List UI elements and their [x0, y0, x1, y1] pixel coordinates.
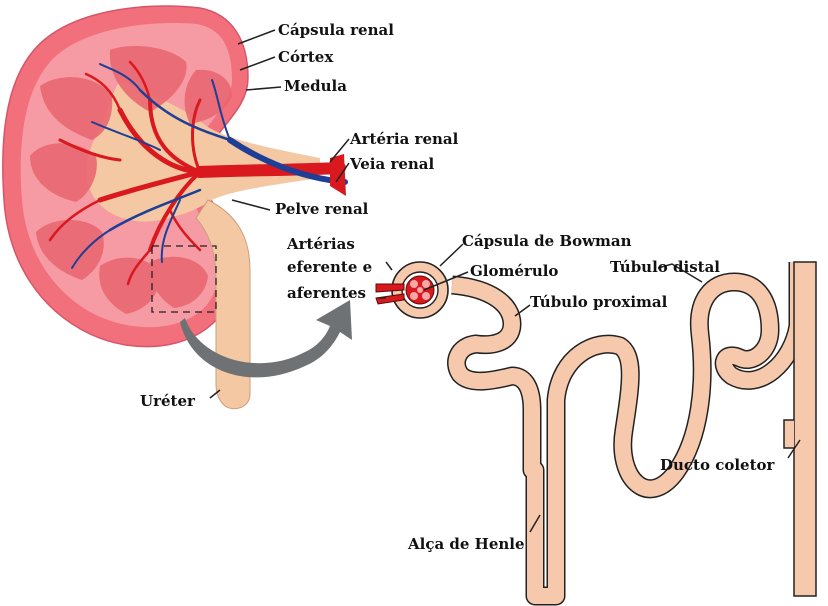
label-capsula-bowman: Cápsula de Bowman: [462, 232, 631, 250]
label-tubulo-distal: Túbulo distal: [610, 258, 720, 276]
label-ureter: Uréter: [140, 392, 195, 410]
label-veia-renal: Veia renal: [350, 155, 434, 173]
label-cortex: Córtex: [278, 48, 333, 66]
label-arterias-line2: eferente e: [287, 258, 372, 276]
glomerulus: [406, 276, 434, 304]
label-arteria-renal: Artéria renal: [350, 130, 458, 148]
renal-artery-end: [330, 154, 346, 196]
label-arterias-line3: aferentes: [287, 284, 366, 302]
label-tubulo-proximal: Túbulo proximal: [530, 293, 667, 311]
collecting-duct-branch: [784, 420, 794, 448]
label-pelve-renal: Pelve renal: [275, 200, 368, 218]
label-medula: Medula: [284, 77, 347, 95]
label-arterias-line1: Artérias: [287, 235, 355, 253]
label-glomerulo: Glomérulo: [470, 262, 558, 280]
afferent-arteriole: [376, 284, 404, 292]
label-alca-henle: Alça de Henle: [408, 535, 525, 553]
label-ducto-coletor: Ducto coletor: [660, 456, 774, 474]
collecting-duct-tube: [794, 262, 816, 596]
label-capsula-renal: Cápsula renal: [278, 21, 394, 39]
